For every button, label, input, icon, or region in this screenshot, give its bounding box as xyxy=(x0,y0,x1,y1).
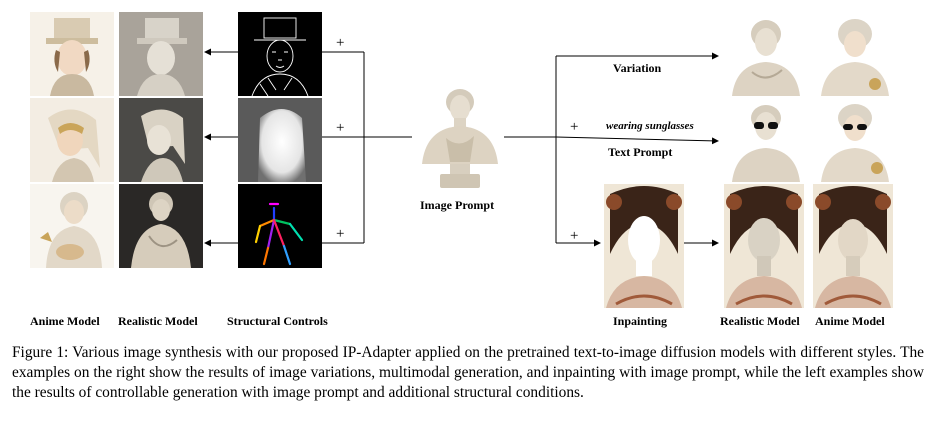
label-inpainting: Inpainting xyxy=(613,314,668,328)
plus-sign-edge: + xyxy=(336,35,345,51)
label-anime-model-right: Anime Model xyxy=(815,314,885,328)
label-text-prompt: Text Prompt xyxy=(608,145,673,159)
label-realistic-model-right: Realistic Model xyxy=(720,314,800,328)
anime-scarf-image xyxy=(30,98,114,182)
figure: Anime Model Realistic Model xyxy=(30,12,897,328)
realistic-hat-image xyxy=(119,12,203,96)
label-variation: Variation xyxy=(613,61,662,75)
edge-map-image xyxy=(238,12,322,96)
plus-sign-pose: + xyxy=(336,226,345,242)
realistic-scarf-image xyxy=(119,98,203,182)
anime-statue-image xyxy=(30,184,114,268)
inpainting-anime-image xyxy=(813,184,893,308)
image-prompt-bust xyxy=(416,84,502,194)
depth-map-image xyxy=(238,98,322,182)
anime-hat-image xyxy=(30,12,114,96)
inpainting-mask-image xyxy=(604,184,684,308)
label-realistic-model-left: Realistic Model xyxy=(118,314,198,328)
label-image-prompt: Image Prompt xyxy=(420,198,495,212)
label-structural-controls: Structural Controls xyxy=(227,314,328,328)
sunglasses-realistic-image xyxy=(724,98,808,182)
label-anime-model-left: Anime Model xyxy=(30,314,100,328)
plus-sign-inpainting: + xyxy=(570,228,579,244)
pose-skeleton-image xyxy=(238,184,322,268)
plus-sign-depth: + xyxy=(336,120,345,136)
sunglasses-anime-image xyxy=(813,98,897,182)
inpainting-realistic-image xyxy=(724,184,804,308)
plus-sign-text-prompt: + xyxy=(570,119,579,135)
figure-caption: Figure 1: Various image synthesis with o… xyxy=(12,344,924,401)
realistic-statue-image xyxy=(119,184,203,268)
variation-realistic-image xyxy=(724,12,808,96)
variation-anime-image xyxy=(813,12,897,96)
label-wearing-sunglasses: wearing sunglasses xyxy=(606,120,694,132)
